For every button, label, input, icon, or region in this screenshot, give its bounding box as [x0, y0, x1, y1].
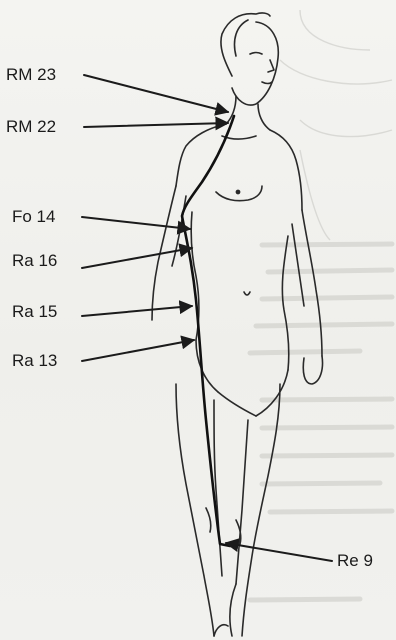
- ra16-arrow: [82, 248, 192, 268]
- fo14-arrow: [82, 217, 190, 229]
- re9-arrow: [226, 543, 332, 561]
- rm22-arrow: [84, 123, 228, 127]
- point-label-fo14: Fo 14: [12, 208, 55, 226]
- rm23-arrow: [84, 75, 228, 112]
- point-label-ra15: Ra 15: [12, 303, 57, 321]
- ra13-arrow: [82, 340, 194, 361]
- point-label-ra16: Ra 16: [12, 252, 57, 270]
- ra15-arrow: [82, 306, 192, 316]
- bleed-through-text: [250, 244, 392, 600]
- point-label-re9: Re 9: [337, 552, 373, 570]
- point-label-rm23: RM 23: [6, 66, 56, 84]
- point-label-rm22: RM 22: [6, 118, 56, 136]
- point-label-ra13: Ra 13: [12, 352, 57, 370]
- meridian-path: [182, 116, 234, 546]
- bleed-through-figure: [280, 10, 392, 240]
